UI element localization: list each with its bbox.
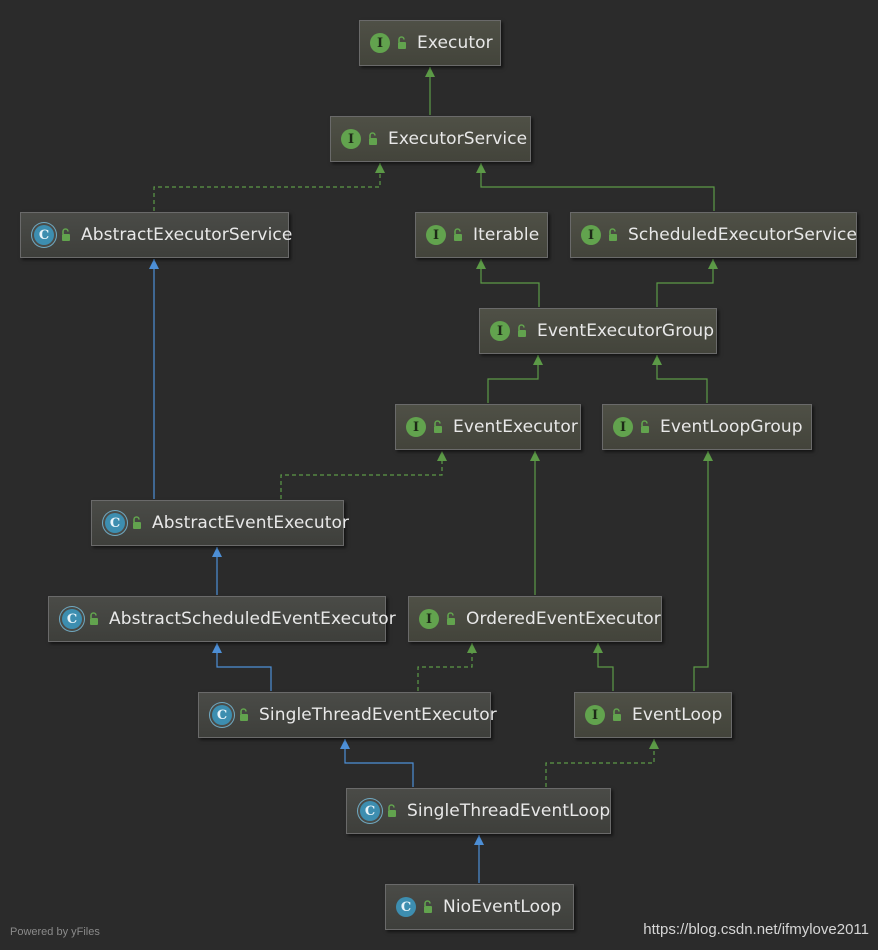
node-label: Iterable <box>473 225 540 245</box>
edge-eventexecutor-to-eeg <box>487 355 539 403</box>
edge-eeg-to-iterable <box>480 259 540 307</box>
node-label: EventExecutor <box>453 417 578 437</box>
lock-open-icon <box>388 804 396 817</box>
node-abstracteventexecutor[interactable]: C AbstractEventExecutor <box>91 500 349 546</box>
edge-scheduled-to-executorservice <box>480 163 715 211</box>
interface-icon: I <box>419 609 439 629</box>
arrowhead-scheduled <box>708 259 718 269</box>
node-label: EventExecutorGroup <box>537 321 715 341</box>
arrowhead-stee <box>340 739 350 749</box>
lock-open-icon <box>447 612 455 625</box>
node-nioeventloop[interactable]: C NioEventLoop <box>385 884 574 930</box>
node-label: ExecutorService <box>388 129 528 149</box>
arrowhead-abstractexecutorservice <box>149 259 159 269</box>
edge-stee-to-asee <box>216 643 272 691</box>
node-eventexecutorgroup[interactable]: I EventExecutorGroup <box>479 308 717 354</box>
arrowhead-aee <box>212 547 222 557</box>
node-label: NioEventLoop <box>443 897 562 917</box>
node-singlethreadeventloop[interactable]: C SingleThreadEventLoop <box>346 788 611 834</box>
lock-open-icon <box>641 420 649 433</box>
interface-icon: I <box>490 321 510 341</box>
node-label: AbstractScheduledEventExecutor <box>109 609 396 629</box>
arrowhead-eventexecutor-left <box>437 451 447 461</box>
lock-open-icon <box>62 228 70 241</box>
lock-open-icon <box>398 36 406 49</box>
lock-open-icon <box>424 900 432 913</box>
node-label: SingleThreadEventLoop <box>407 801 611 821</box>
node-scheduledexecutorservice[interactable]: I ScheduledExecutorService <box>570 212 857 258</box>
interface-icon: I <box>613 417 633 437</box>
interface-icon: I <box>426 225 446 245</box>
arrowhead-eeg-right <box>652 355 662 365</box>
arrowhead-eventloopgroup <box>703 451 713 461</box>
arrowhead-oee-left <box>467 643 477 653</box>
node-singlethreadeventexecutor[interactable]: C SingleThreadEventExecutor <box>198 692 497 738</box>
arrowhead-eeg-left <box>533 355 543 365</box>
lock-open-icon <box>609 228 617 241</box>
arrowhead-eventexecutor-right <box>530 451 540 461</box>
edge-stel-to-eventloop <box>545 739 655 787</box>
arrowhead-iterable <box>476 259 486 269</box>
node-eventexecutor[interactable]: I EventExecutor <box>395 404 581 450</box>
node-label: Executor <box>417 33 493 53</box>
interface-icon: I <box>585 705 605 725</box>
arrowhead-stel <box>474 835 484 845</box>
abstract-class-icon: C <box>34 225 54 245</box>
edge-eventloop-to-eventloopgroup <box>693 451 709 691</box>
watermark-text: https://blog.csdn.net/ifmylove2011 <box>643 921 869 938</box>
node-label: AbstractEventExecutor <box>152 513 350 533</box>
node-label: OrderedEventExecutor <box>466 609 661 629</box>
arrowhead-executorservice-left <box>375 163 385 173</box>
lock-open-icon <box>434 420 442 433</box>
edge-eventloopgroup-to-eeg <box>656 355 708 403</box>
arrowhead-executorservice-right <box>476 163 486 173</box>
abstract-class-icon: C <box>62 609 82 629</box>
lock-open-icon <box>133 516 141 529</box>
arrowhead-oee-right <box>593 643 603 653</box>
lock-open-icon <box>240 708 248 721</box>
abstract-class-icon: C <box>360 801 380 821</box>
node-label: ScheduledExecutorService <box>628 225 858 245</box>
lock-open-icon <box>518 324 526 337</box>
node-abstractexecutorservice[interactable]: C AbstractExecutorService <box>20 212 293 258</box>
arrowhead-executor <box>425 67 435 77</box>
node-abstractscheduledeventexecutor[interactable]: C AbstractScheduledEventExecutor <box>48 596 396 642</box>
lock-open-icon <box>454 228 462 241</box>
edge-abstractexecutorservice-to-executorservice <box>153 163 381 211</box>
edge-stel-to-stee <box>344 739 414 787</box>
node-label: EventLoopGroup <box>660 417 803 437</box>
powered-by-text: Powered by yFiles <box>10 926 100 938</box>
node-label: EventLoop <box>632 705 723 725</box>
edge-eeg-to-scheduled <box>656 259 714 307</box>
class-icon: C <box>396 897 416 917</box>
lock-open-icon <box>369 132 377 145</box>
interface-icon: I <box>341 129 361 149</box>
abstract-class-icon: C <box>105 513 125 533</box>
edge-aee-to-eventexecutor <box>280 451 443 499</box>
arrowhead-asee <box>212 643 222 653</box>
node-label: SingleThreadEventExecutor <box>259 705 497 725</box>
node-eventloopgroup[interactable]: I EventLoopGroup <box>602 404 812 450</box>
node-executorservice[interactable]: I ExecutorService <box>330 116 531 162</box>
lock-open-icon <box>90 612 98 625</box>
node-label: AbstractExecutorService <box>81 225 293 245</box>
node-executor[interactable]: I Executor <box>359 20 501 66</box>
node-iterable[interactable]: I Iterable <box>415 212 548 258</box>
interface-icon: I <box>581 225 601 245</box>
edge-stee-to-oee <box>417 643 473 691</box>
edge-eventloop-to-oee <box>597 643 614 691</box>
interface-icon: I <box>406 417 426 437</box>
lock-open-icon <box>613 708 621 721</box>
interface-icon: I <box>370 33 390 53</box>
node-eventloop[interactable]: I EventLoop <box>574 692 732 738</box>
node-orderedeventexecutor[interactable]: I OrderedEventExecutor <box>408 596 662 642</box>
abstract-class-icon: C <box>212 705 232 725</box>
arrowhead-eventloop <box>649 739 659 749</box>
